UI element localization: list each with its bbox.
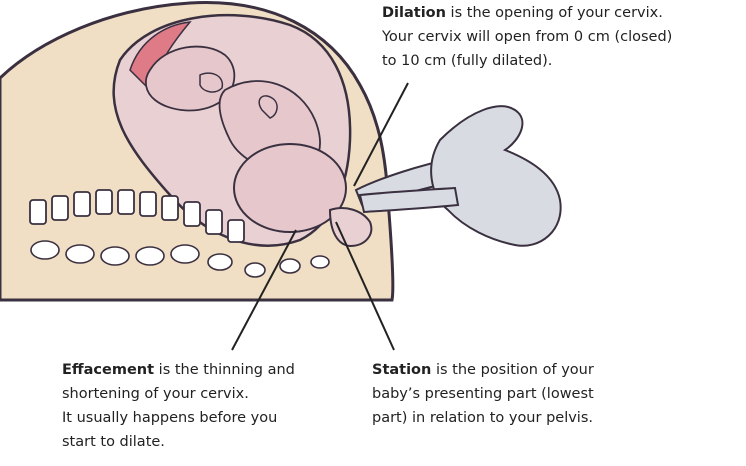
bowel-loops	[30, 240, 330, 278]
leader-line-effacement	[231, 229, 297, 351]
baby-head	[233, 143, 347, 233]
baby-hand	[258, 95, 278, 119]
station-line-3: part) in relation to your pelvis.	[372, 410, 593, 426]
dilation-line-2: Your cervix will open from 0 cm (closed)	[382, 29, 673, 45]
effacement-caption: Effacement is the thinning and shortenin…	[62, 358, 295, 454]
effacement-line-2: shortening of your cervix.	[62, 386, 249, 402]
station-term: Station	[372, 362, 432, 378]
effacement-line-3: It usually happens before you	[62, 410, 278, 426]
station-line-2: baby’s presenting part (lowest	[372, 386, 594, 402]
glove-finger-lower	[358, 186, 460, 214]
glove-palm	[430, 105, 562, 247]
dilation-term: Dilation	[382, 5, 446, 21]
baby-foot	[199, 72, 224, 93]
effacement-line-1: is the thinning and	[154, 362, 295, 378]
effacement-term: Effacement	[62, 362, 155, 378]
cervix	[328, 207, 373, 248]
leader-line-dilation	[353, 82, 409, 187]
effacement-line-4: start to dilate.	[62, 434, 165, 450]
dilation-caption: Dilation is the opening of your cervix. …	[382, 1, 672, 73]
station-line-1: is the position of your	[431, 362, 594, 378]
spine	[29, 189, 245, 243]
dilation-line-1: is the opening of your cervix.	[445, 5, 663, 21]
dilation-line-3: to 10 cm (fully dilated).	[382, 53, 553, 69]
leader-line-station	[335, 221, 395, 351]
gloved-hand	[354, 105, 562, 247]
station-caption: Station is the position of your baby’s p…	[372, 358, 594, 430]
